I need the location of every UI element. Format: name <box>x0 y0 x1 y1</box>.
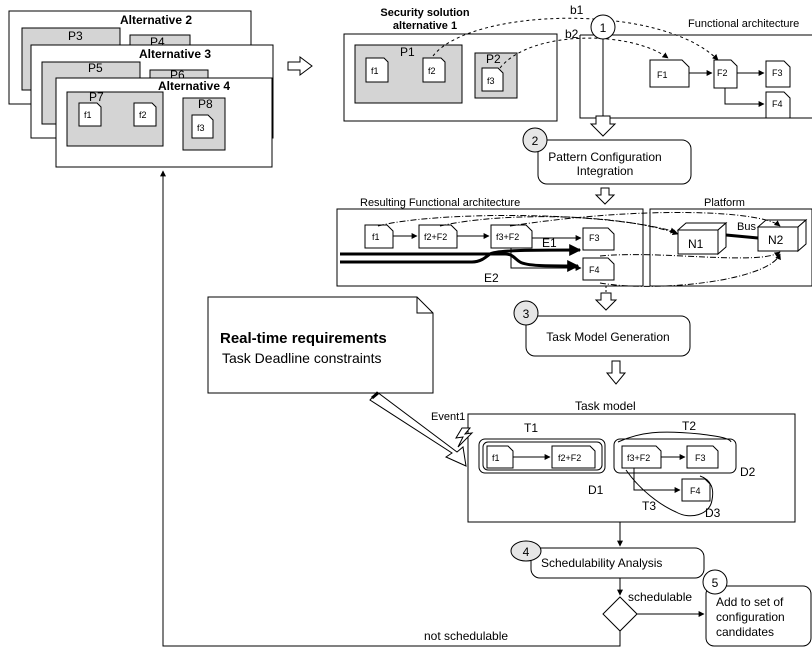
step-1: 1 <box>589 14 617 137</box>
tm-f2f2: f2+F2 <box>558 453 581 463</box>
t3-label: T3 <box>642 499 656 513</box>
alt4-f1: f1 <box>84 110 92 120</box>
p5-label: P5 <box>88 61 103 75</box>
schedulability-decision: schedulable not schedulable <box>160 170 705 647</box>
step-2-number: 2 <box>532 134 539 148</box>
p2-label: P2 <box>486 52 501 66</box>
n1-label: N1 <box>688 237 704 251</box>
step-5-line3: candidates <box>716 625 774 639</box>
step-3-number: 3 <box>523 307 530 321</box>
security-title-line1: Security solution <box>380 7 470 19</box>
event1-label: Event1 <box>431 411 465 423</box>
security-title-line2: alternative 1 <box>393 20 457 32</box>
b1-label: b1 <box>570 3 584 17</box>
arrow-to-step-3 <box>594 286 618 311</box>
deployment-arcs <box>377 211 781 287</box>
requirements-note: Real-time requirements Task Deadline con… <box>207 296 434 394</box>
p7-label: P7 <box>89 90 104 104</box>
step-3-label: Task Model Generation <box>546 330 669 344</box>
fa-f1: F1 <box>657 70 668 80</box>
step-5-number: 5 <box>712 576 719 590</box>
bus-label: Bus <box>737 221 756 233</box>
event-lightning-icon <box>455 427 474 448</box>
transition-arrow <box>287 56 313 76</box>
p3-label: P3 <box>68 29 83 43</box>
step-2: 2 Pattern Configuration Integration <box>522 127 692 205</box>
task-model-panel: Task model Event1 T1 f1 f2+F2 D1 T2 f3+F… <box>431 399 796 523</box>
tm-F4: F4 <box>690 486 701 496</box>
res-F3: F3 <box>589 233 600 243</box>
tm-f3f2: f3+F2 <box>627 453 650 463</box>
step-5-line2: configuration <box>716 610 785 624</box>
res-f2f2: f2+F2 <box>424 232 447 242</box>
fa-f4: F4 <box>772 99 783 109</box>
step-4-label: Schedulability Analysis <box>541 556 662 570</box>
t1-label: T1 <box>524 421 538 435</box>
tm-f1: f1 <box>492 453 500 463</box>
fa-f2: F2 <box>717 68 728 78</box>
alternative-4-panel: Alternative 4 P7 f1 f2 P8 f3 <box>55 77 273 168</box>
step-3: 3 Task Model Generation <box>513 300 691 385</box>
alt4-f3: f3 <box>197 123 205 133</box>
security-solution-panel: Security solution alternative 1 P1 f1 f2… <box>343 7 558 122</box>
step-5: 5 Add to set of configuration candidates <box>702 569 812 647</box>
p1-label: P1 <box>400 45 415 59</box>
t2-label: T2 <box>682 419 696 433</box>
platform-title: Platform <box>704 197 745 209</box>
step-1-number: 1 <box>600 21 607 35</box>
task-model-title: Task model <box>575 399 636 413</box>
d1-label: D1 <box>588 483 604 497</box>
res-f1: f1 <box>372 232 380 242</box>
b2-label: b2 <box>565 27 579 41</box>
d3-label: D3 <box>705 506 721 520</box>
alternative-3-title: Alternative 3 <box>139 47 211 61</box>
schedulable-label: schedulable <box>628 590 692 604</box>
functional-architecture-panel: Functional architecture F1 F2 F3 F4 <box>579 18 812 119</box>
res-F4: F4 <box>589 265 600 275</box>
step-2-line2: Integration <box>577 164 634 178</box>
res-f3f2: f3+F2 <box>496 232 519 242</box>
not-schedulable-label: not schedulable <box>424 629 508 643</box>
sec-f2: f2 <box>428 66 436 76</box>
requirements-arrow <box>369 391 467 467</box>
functional-title: Functional architecture <box>688 18 799 30</box>
sec-f3: f3 <box>487 76 495 86</box>
step-2-line1: Pattern Configuration <box>548 150 661 164</box>
n2-label: N2 <box>768 233 784 247</box>
alt4-f2: f2 <box>139 110 147 120</box>
d2-label: D2 <box>740 465 756 479</box>
requirements-subtitle: Task Deadline constraints <box>222 350 382 366</box>
resulting-architecture-panel: Resulting Functional architecture f1 f2+… <box>336 197 644 287</box>
alternative-2-title: Alternative 2 <box>120 13 192 27</box>
alternative-4-title: Alternative 4 <box>158 79 230 93</box>
requirements-title: Real-time requirements <box>220 330 387 347</box>
platform-panel: Platform N1 N2 Bus <box>649 197 812 287</box>
e1-label: E1 <box>542 236 557 250</box>
p8-label: P8 <box>198 97 213 111</box>
e2-label: E2 <box>484 271 499 285</box>
step-4: 4 Schedulability Analysis <box>510 540 705 579</box>
fa-f3: F3 <box>772 68 783 78</box>
sec-f1: f1 <box>371 66 379 76</box>
step-5-line1: Add to set of <box>716 595 784 609</box>
binding-arcs: b1 b2 <box>432 3 719 69</box>
step-4-number: 4 <box>523 545 530 559</box>
tm-F3: F3 <box>695 453 706 463</box>
resulting-title: Resulting Functional architecture <box>360 197 520 209</box>
